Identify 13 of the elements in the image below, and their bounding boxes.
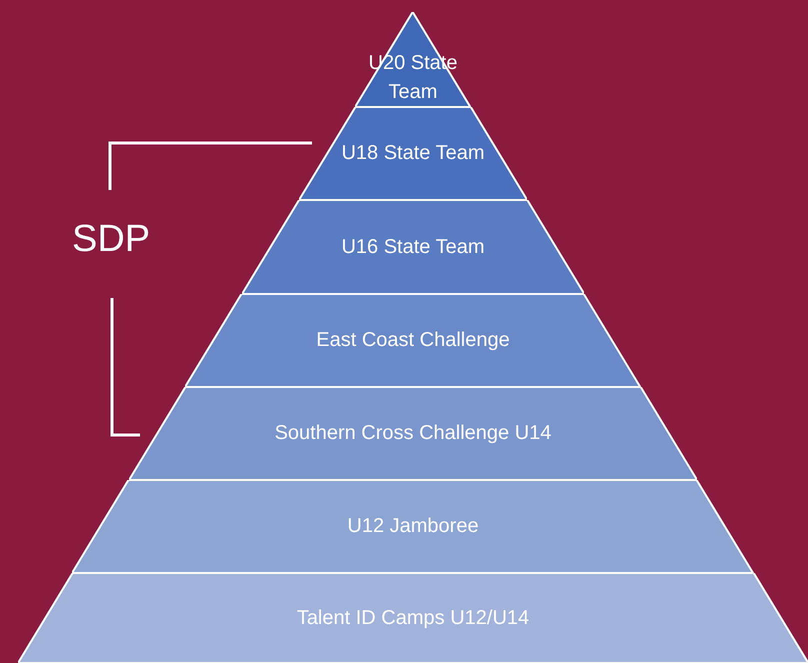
- pyramid-tier: [72, 480, 754, 573]
- bracket-label: SDP: [72, 218, 150, 261]
- pyramid-tier: [242, 200, 584, 294]
- tier-label: East Coast Challenge: [315, 328, 511, 353]
- pyramid-tier: [298, 107, 528, 200]
- tier-label: U16 State Team: [340, 234, 486, 260]
- tier-label: Southern Cross Challenge U14: [274, 421, 552, 446]
- pyramid-tier: [18, 573, 808, 663]
- tier-label: U18 State Team: [340, 141, 486, 166]
- tier-label: U12 Jamboree: [346, 514, 480, 539]
- pyramid-tier: [128, 387, 698, 480]
- tier-label: Talent ID Camps U12/U14: [296, 606, 530, 630]
- pyramid-tier: [185, 294, 641, 387]
